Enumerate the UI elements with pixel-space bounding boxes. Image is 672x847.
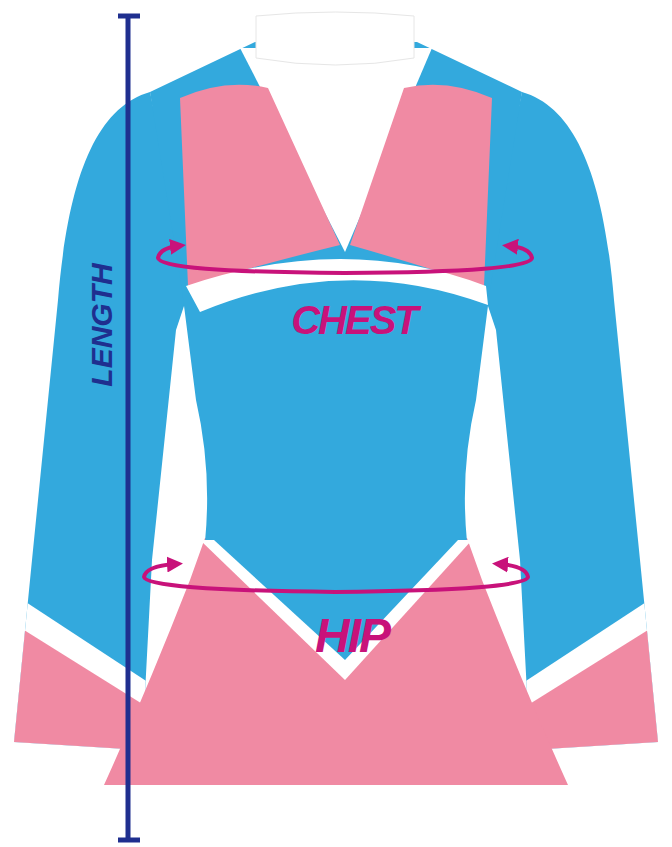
chest-measure — [158, 246, 532, 273]
hip-v-stripe — [200, 540, 472, 680]
hip-label: HIP — [315, 612, 389, 660]
torso — [150, 42, 522, 542]
hip-v — [214, 540, 458, 660]
chest-panel-left — [180, 85, 340, 286]
hip-measure — [144, 564, 528, 592]
length-bar — [118, 16, 140, 840]
chest-panel-right — [350, 85, 492, 286]
chest-label: CHEST — [291, 300, 417, 340]
collar — [256, 12, 414, 65]
skirt — [104, 538, 568, 785]
length-label: LENGTH — [87, 263, 117, 386]
